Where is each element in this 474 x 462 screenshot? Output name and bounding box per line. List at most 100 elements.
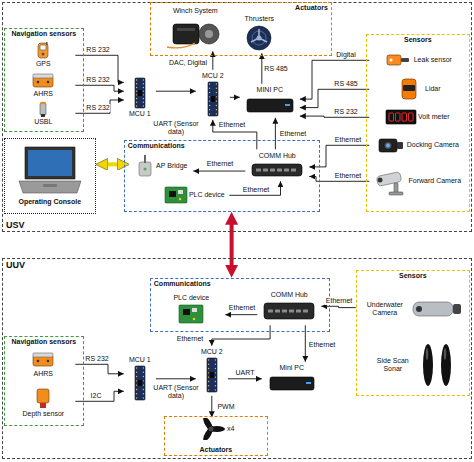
connector — [156, 91, 196, 92]
connector — [228, 378, 262, 379]
group-box: USV Navigation sensorsGPS AHRS USBL MCU 1 MCU… — [2, 2, 472, 232]
device-node: COMM Hub — [245, 149, 309, 181]
device-label: PLC device — [173, 294, 209, 302]
group-title: Sensors — [357, 272, 469, 280]
group-title: Actuators — [295, 4, 328, 12]
connector-label: I2C — [90, 392, 103, 400]
connector-label: RS 232 — [85, 76, 110, 84]
uwcam-icon — [409, 295, 465, 323]
connector-label: Ethernet — [325, 297, 353, 305]
lidar-icon — [394, 76, 424, 102]
device-label: Lidar — [425, 85, 441, 93]
device-node: Docking Camera — [369, 131, 465, 159]
device-label: Leak sensor — [414, 56, 452, 64]
connector — [211, 396, 212, 418]
device-label: Mini PC — [280, 364, 305, 372]
group-title: USV — [6, 220, 25, 230]
winch-icon — [165, 16, 225, 50]
device-label: AHRS — [34, 90, 53, 98]
group-box: SensorsUnderwater CameraSide Scan Sonar — [356, 270, 470, 396]
connector — [75, 391, 124, 401]
device-label: Underwater Camera — [362, 301, 408, 317]
device-label: Thrusters — [245, 15, 275, 23]
device-node: Lidar — [369, 75, 465, 103]
device-label: Forward Camera — [409, 177, 462, 185]
device-label: AP Bridge — [156, 162, 187, 170]
device-label: Side Scan Sonar — [370, 357, 416, 373]
connector-label: RS 485 — [333, 80, 358, 88]
connector — [261, 53, 262, 83]
group-title: Communications — [154, 280, 211, 288]
fwdcam-icon — [374, 166, 408, 196]
group-box: Actuatorsx4 — [164, 416, 268, 456]
connector — [75, 100, 124, 113]
group-box: Actuators Winch SystemThrusters — [150, 2, 332, 56]
leak-icon — [383, 49, 413, 71]
connector-label: Ethernet — [308, 341, 336, 349]
device-node: PLC device — [157, 291, 225, 327]
device-node: AHRS — [11, 349, 75, 379]
device-node: MCU 2 — [196, 70, 230, 120]
connector — [300, 116, 370, 117]
device-node: x4 — [185, 417, 245, 441]
device-label: PLC device — [189, 191, 225, 199]
connector-label: Ethernet — [334, 136, 362, 144]
connector — [300, 60, 370, 99]
group-box: UUVCommunicationsPLC deviceCOMM HubSenso… — [2, 258, 472, 459]
prop-icon — [196, 418, 226, 440]
connector-label: PWM — [216, 403, 235, 411]
connector — [156, 378, 196, 379]
device-node: Side Scan Sonar — [361, 339, 465, 391]
device-label: Winch System — [173, 7, 218, 15]
mcu-icon — [133, 77, 147, 109]
connector-label: UART (Sensor data) — [152, 384, 200, 400]
group-title: Navigation sensors — [5, 30, 83, 38]
connector — [212, 325, 270, 346]
ahrs-icon — [30, 351, 56, 369]
mcu-icon — [133, 365, 147, 401]
connector-label: Ethernet — [206, 160, 234, 168]
device-node: Volt meter — [369, 105, 465, 129]
device-node: AP Bridge — [129, 153, 193, 179]
connector — [300, 89, 370, 107]
connector — [230, 97, 240, 98]
ahrs-icon — [30, 72, 56, 89]
device-node: Operating Console — [4, 138, 96, 214]
connector — [229, 181, 280, 195]
group-box: Navigation sensorsGPS AHRS USBL — [4, 28, 84, 132]
device-label: MCU 1 — [129, 110, 151, 118]
connector — [305, 325, 306, 362]
device-label: MCU 1 — [129, 356, 151, 364]
device-label: MCU 2 — [202, 72, 224, 80]
usbl-icon — [32, 100, 54, 117]
connector-label: Ethernet — [218, 121, 246, 129]
connector-label: UART (Sensor data) — [152, 120, 200, 136]
device-label: USBL — [34, 118, 52, 126]
minipc-icon — [245, 95, 295, 115]
connector-label: Ethernet — [242, 186, 270, 194]
device-label: Depth sensor — [22, 410, 64, 418]
device-label: AHRS — [34, 370, 53, 378]
mcu-icon — [205, 357, 219, 393]
device-node: MINI PC — [240, 84, 300, 118]
connector — [213, 120, 257, 150]
group-box: Navigation sensorsAHRSDepth sensor — [4, 336, 84, 426]
connector — [275, 118, 276, 150]
device-label: Operating Console — [18, 198, 81, 206]
device-node: Winch System — [157, 5, 233, 51]
group-title: Communications — [128, 142, 185, 150]
device-node: Leak sensor — [369, 47, 465, 73]
connector — [193, 171, 245, 172]
device-node: Mini PC — [262, 362, 322, 396]
device-node: MCU 1 — [124, 354, 156, 404]
group-box: Communications AP Bridge COMM HubPLC devic… — [124, 140, 320, 212]
mcu-icon — [206, 81, 220, 117]
device-node: Underwater Camera — [360, 285, 467, 333]
link-arrow — [102, 162, 124, 166]
connector-label: RS 232 — [85, 46, 110, 54]
minipc-icon — [268, 373, 316, 393]
device-label: GPS — [36, 60, 51, 68]
device-node: PLC device — [159, 183, 229, 207]
connector-label: Digital — [335, 51, 356, 59]
connector — [309, 145, 369, 167]
